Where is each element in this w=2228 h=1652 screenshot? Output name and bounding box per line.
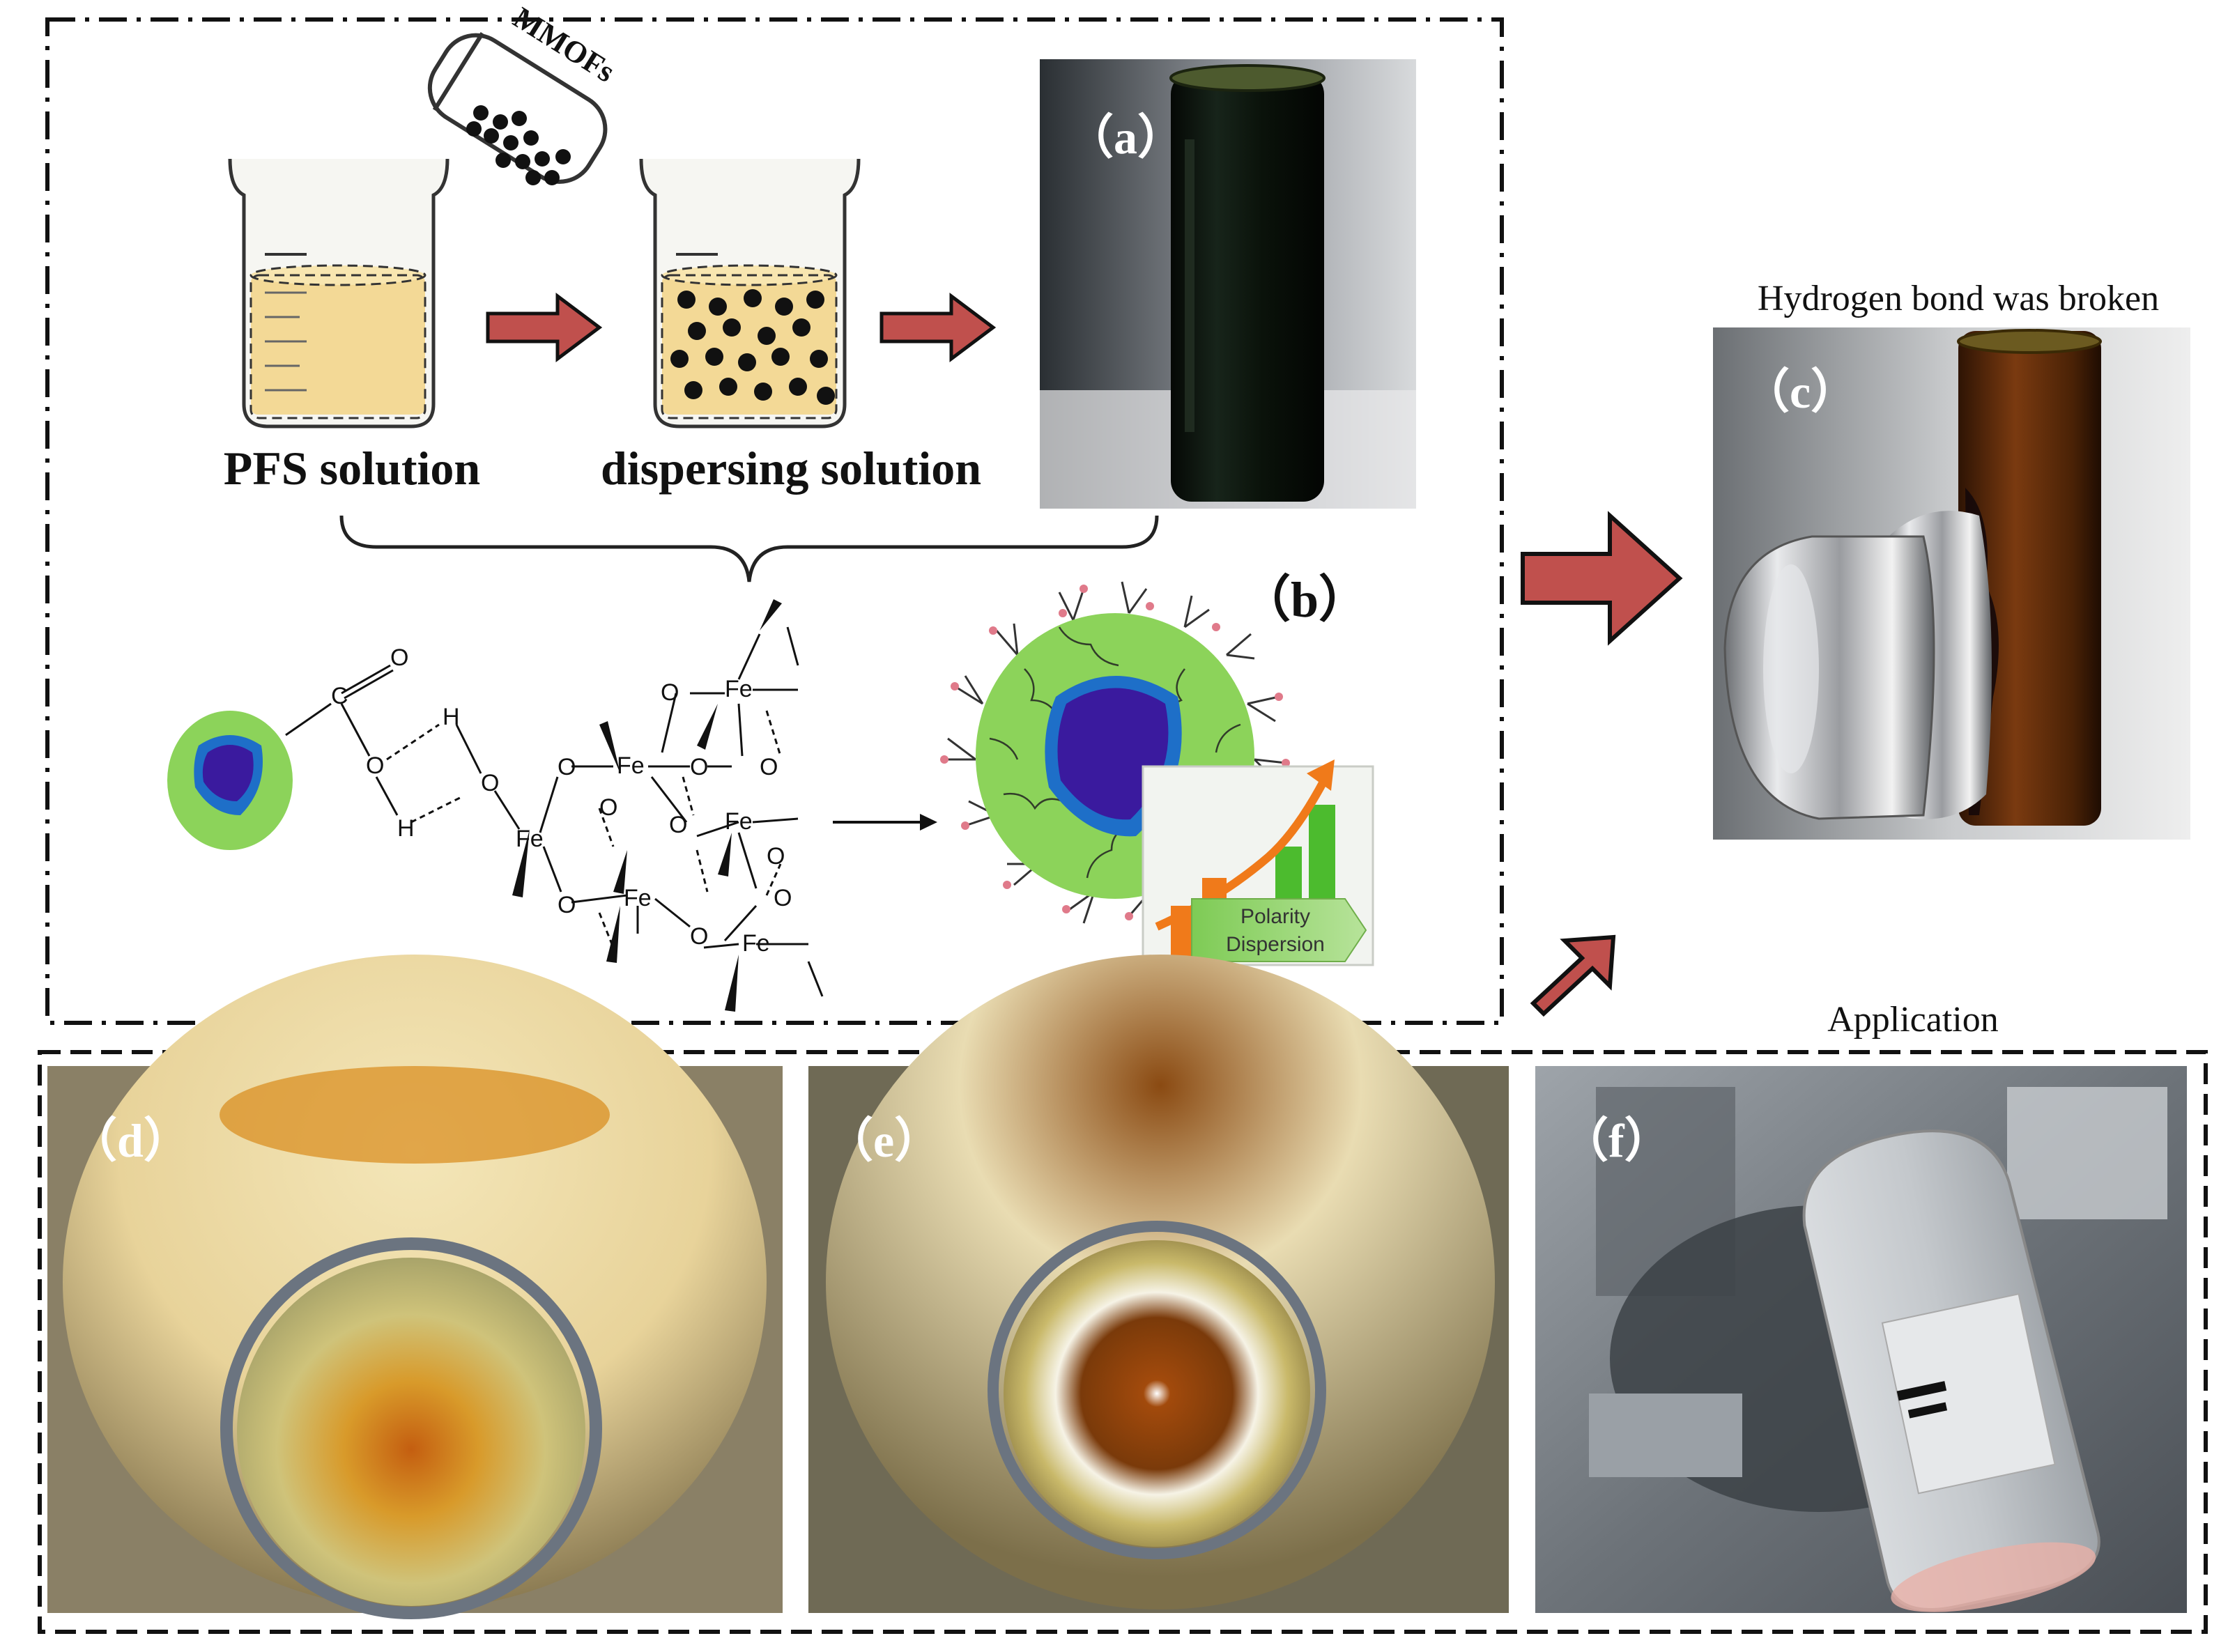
dashdot-frame: [45, 17, 1504, 1025]
arrow-to-application: [1530, 934, 1616, 1017]
polarity-tag: [1191, 898, 1367, 962]
panel-b-label: （b）: [1240, 572, 1369, 628]
atom-fe: Fe: [742, 930, 770, 957]
arrow-right-1: [486, 293, 603, 362]
atom-o: O: [690, 923, 708, 950]
panel-d-label: （d）: [70, 1114, 191, 1167]
polarity-label: Polarity: [1240, 905, 1310, 928]
atom-h: H: [397, 815, 415, 842]
pfs-liquid: [251, 275, 425, 415]
panel-e-label: （e）: [826, 1114, 942, 1167]
polarity-dispersion-chart: Polarity Dispersion: [1142, 759, 1374, 966]
photo-d: [47, 955, 783, 1619]
atom-c: C: [331, 683, 348, 709]
atom-h: H: [443, 704, 460, 730]
pfs-solution-label: PFS solution: [224, 442, 480, 495]
atom-fe: Fe: [624, 885, 652, 911]
atom-fe: Fe: [516, 826, 544, 852]
photo-f: [1535, 1066, 2187, 1613]
atom-o: O: [767, 843, 785, 870]
photo-c: [1713, 327, 2190, 840]
atom-o: O: [558, 892, 576, 918]
sample-e: [1004, 1240, 1310, 1547]
dispersing-solution-label: dispersing solution: [601, 442, 981, 495]
atom-o: O: [669, 812, 687, 838]
photo-e: [808, 955, 1509, 1613]
atom-o: O: [390, 644, 408, 671]
beaker-dispersing: [639, 158, 861, 429]
dispersed-particles: [670, 289, 835, 405]
atom-o: O: [690, 754, 708, 780]
beaker-pfs: [228, 158, 450, 429]
arrow-to-c: [1521, 511, 1683, 646]
chem-atoms: O C O H H O Fe O Fe O O Fe O O Fe O O Fe…: [331, 644, 792, 957]
atom-o: O: [366, 752, 384, 779]
arrow-right-2: [879, 293, 997, 362]
atom-o: O: [661, 679, 679, 706]
atom-o: O: [558, 754, 576, 780]
mmofs-particles: [466, 105, 571, 185]
sample-d: [237, 1258, 585, 1606]
mmofs-tube: [427, 32, 608, 184]
atom-o: O: [760, 754, 778, 780]
atom-fe: Fe: [617, 752, 645, 779]
panel-a-label: （a）: [1066, 111, 1185, 164]
photo-a: [1040, 59, 1416, 509]
magnet-cup: [1723, 535, 1935, 820]
reaction-arrowhead: [920, 814, 937, 831]
chem-wedges: [512, 599, 782, 1012]
application-caption: Application: [1827, 1000, 1999, 1040]
dispersion-label: Dispersion: [1226, 933, 1325, 956]
core-shell-particle: [167, 711, 293, 850]
atom-o: O: [599, 794, 617, 821]
dark-vial: [1171, 73, 1324, 502]
panel-c-label: （c）: [1742, 365, 1858, 418]
atom-o: O: [481, 770, 499, 796]
chem-structure: [285, 626, 824, 997]
atom-fe: Fe: [725, 676, 753, 702]
hydrogen-bond-caption: Hydrogen bond was broken: [1758, 279, 2159, 318]
brown-vial: [1958, 331, 2101, 826]
atom-fe: Fe: [725, 808, 753, 835]
panel-f-label: （f）: [1561, 1114, 1672, 1167]
atom-o: O: [774, 885, 792, 911]
grouping-brace: [339, 515, 1159, 582]
